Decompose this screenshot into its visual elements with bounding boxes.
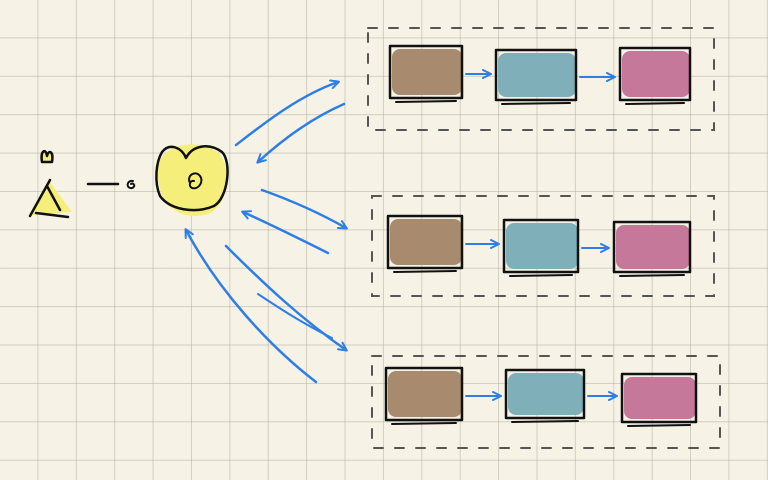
- arrows-group-2: [241, 188, 348, 255]
- person-head: [40, 149, 54, 164]
- arrow-to-group-1: [234, 79, 340, 147]
- hub-node-icon: [155, 144, 229, 216]
- pipeline-group-2: [371, 195, 715, 297]
- pipeline-group-3: [371, 355, 721, 449]
- stage-3-fill: [616, 225, 690, 269]
- person-body-outline: [28, 178, 70, 219]
- stage-3-underline: [627, 424, 691, 427]
- stage-1-box: [386, 214, 464, 270]
- arrow-from-group-1: [256, 102, 346, 164]
- stage-1-box: [388, 44, 464, 100]
- stage-3-box: [620, 372, 698, 424]
- stage-1-underline: [395, 100, 457, 103]
- stage-1-fill: [390, 219, 462, 265]
- pipeline-group-1: [367, 27, 715, 131]
- stage-2-fill: [508, 373, 584, 415]
- arrow-extra-group-3: [257, 293, 333, 339]
- stage-3-underline: [619, 274, 685, 277]
- connector-line-icon: [86, 179, 136, 190]
- person-body-fill: [30, 182, 72, 215]
- stage-3-box: [618, 46, 692, 102]
- stage-2-box: [504, 368, 586, 420]
- hub-outline: [155, 145, 229, 212]
- stage-2-fill: [506, 223, 578, 269]
- stage-2-fill: [498, 53, 576, 97]
- stage-1-underline: [391, 422, 457, 425]
- arrow-to-group-2: [260, 188, 348, 230]
- stage-1-fill: [392, 49, 462, 95]
- group-frame: [371, 195, 715, 297]
- person-icon: [28, 149, 72, 219]
- stage-3-fill: [622, 51, 690, 97]
- group-frame: [371, 355, 721, 449]
- stage-2-box: [502, 218, 580, 274]
- stage-1-fill: [388, 371, 462, 417]
- stage-3-fill: [624, 377, 696, 419]
- stage-1-underline: [393, 270, 457, 273]
- stage-2-box: [494, 48, 578, 102]
- hub-inner-mark: [188, 172, 203, 190]
- stage-3-box: [612, 220, 692, 274]
- stage-2-underline: [511, 420, 579, 423]
- stage-2-underline: [509, 274, 573, 277]
- stage-2-underline: [501, 102, 571, 105]
- arrows-group-1: [234, 79, 346, 164]
- pipeline-groups: [367, 27, 721, 449]
- arrow-to-group-3: [224, 244, 348, 352]
- stage-1-box: [384, 366, 464, 422]
- group-frame: [367, 27, 715, 131]
- stage-3-underline: [625, 102, 685, 105]
- arrow-from-group-3: [184, 228, 318, 384]
- arrows-group-3: [184, 228, 348, 384]
- arrow-from-group-2: [241, 210, 330, 255]
